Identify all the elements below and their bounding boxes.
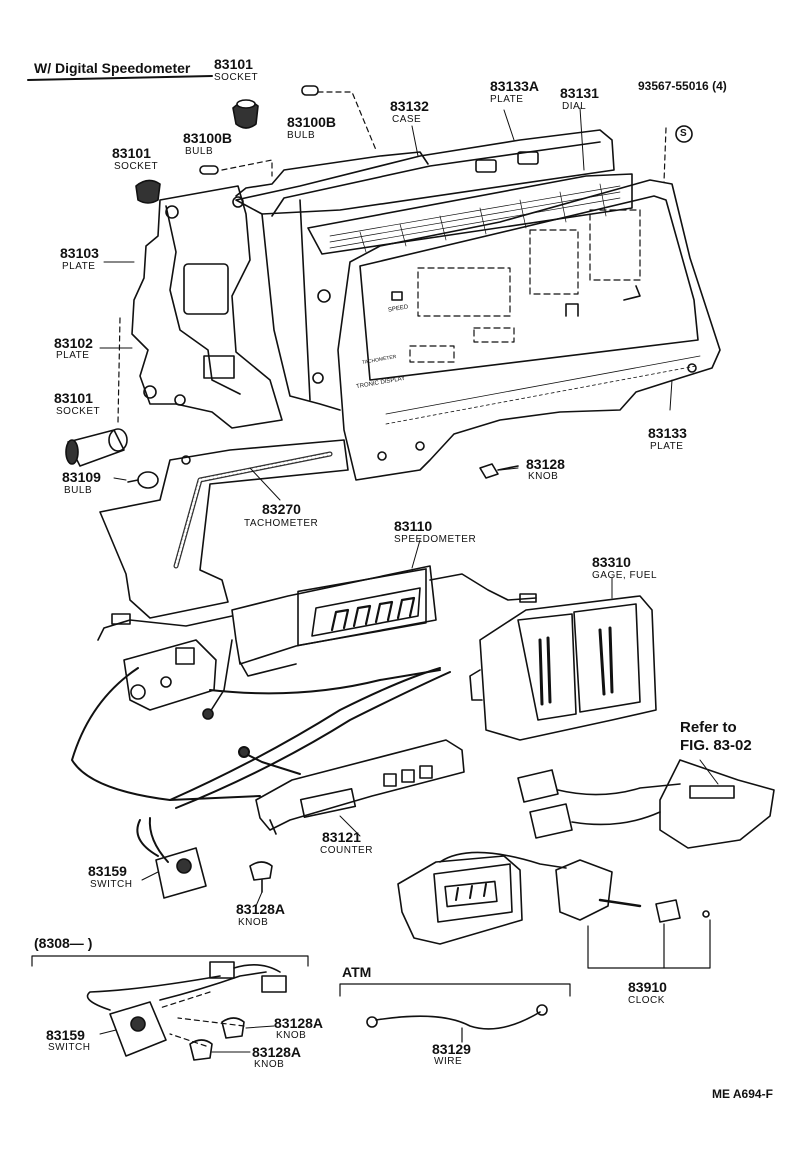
- part-number-83100b-mid: 83100B: [183, 130, 233, 146]
- part-name-83133: PLATE: [650, 441, 684, 452]
- part-name-83310: GAGE, FUEL: [592, 570, 658, 581]
- part-name-83110: SPEEDOMETER: [394, 534, 477, 545]
- part-name-83121: COUNTER: [320, 845, 373, 856]
- screw-symbol-icon: [675, 125, 693, 143]
- wiring-harness-drawing: [71, 667, 451, 863]
- part-number-83128a-mid: 83128A: [236, 901, 286, 917]
- switch-icon-top: [155, 847, 207, 899]
- part-number-83310: 83310: [592, 554, 631, 570]
- leader-lines: [99, 107, 719, 1053]
- meter-case-drawing: [235, 129, 615, 411]
- bulb-icon-low: [127, 471, 159, 489]
- fuel-gauge-drawing: [469, 595, 657, 741]
- part-number-83133: 83133: [648, 425, 687, 441]
- part-number-83128-top: 83128: [526, 456, 565, 472]
- part-name-83101-low: SOCKET: [56, 406, 101, 417]
- knob-icon-mid: [249, 861, 273, 893]
- subgroup-label-b: ATM: [342, 964, 372, 980]
- part-number-83103: 83103: [60, 245, 99, 261]
- switch-assembly-low-drawing: [86, 961, 287, 1057]
- part-number-83128a-low1: 83128A: [274, 1015, 324, 1031]
- part-number-83270: 83270: [262, 501, 301, 517]
- knob-icon-low1: [221, 1017, 245, 1039]
- part-name-83101-mid: SOCKET: [114, 161, 159, 172]
- part-number-83131: 83131: [560, 85, 599, 101]
- part-name-83101-top: SOCKET: [214, 72, 259, 83]
- part-name-83159-top: SWITCH: [90, 879, 133, 890]
- subgroup-label-a: (8308— ): [34, 935, 93, 951]
- part-name-83270: TACHOMETER: [244, 518, 319, 529]
- part-name-83100b-mid: BULB: [185, 146, 214, 157]
- harness-connector-icon: [123, 639, 217, 711]
- part-name-83109: BULB: [64, 485, 93, 496]
- assembly-guide-lines: [117, 91, 667, 1047]
- part-number-83128a-low2: 83128A: [252, 1044, 302, 1060]
- part-name-83100b-top: BULB: [287, 130, 316, 141]
- tachometer-board-drawing: [99, 439, 349, 619]
- part-name-83159-low: SWITCH: [48, 1042, 91, 1053]
- part-name-83103: PLATE: [62, 261, 96, 272]
- wire-drawing: [366, 1004, 548, 1043]
- part-name-83128-top: KNOB: [528, 471, 559, 482]
- connector-assembly-drawing: [517, 759, 775, 849]
- socket-icon-low: [65, 428, 128, 467]
- part-number-83101-top: 83101: [214, 56, 253, 72]
- part-number-83100b-top: 83100B: [287, 114, 337, 130]
- part-name-83128a-mid: KNOB: [238, 917, 269, 928]
- part-number-83133a: 83133A: [490, 78, 540, 94]
- counter-unit-drawing: [255, 739, 465, 835]
- part-number-83109: 83109: [62, 469, 101, 485]
- clock-unit-drawing: [397, 851, 711, 969]
- fastener-part-number: 93567-55016 (4): [638, 79, 727, 93]
- part-name-83128a-low2: KNOB: [254, 1059, 285, 1070]
- part-number-83129: 83129: [432, 1041, 471, 1057]
- part-name-83102: PLATE: [56, 350, 90, 361]
- part-number-83110: 83110: [394, 518, 433, 534]
- speedometer-unit-drawing: [97, 565, 537, 720]
- subgroup-bracket-b: [339, 983, 571, 997]
- subgroup-bracket-a: [31, 955, 309, 967]
- part-number-83101-mid: 83101: [112, 145, 151, 161]
- dial-panel-drawing: [307, 173, 633, 255]
- part-number-83101-low: 83101: [54, 390, 93, 406]
- part-name-83133a: PLATE: [490, 94, 524, 105]
- part-name-83910: CLOCK: [628, 995, 665, 1006]
- part-name-83128a-low1: KNOB: [276, 1030, 307, 1041]
- bulb-icon-top: [301, 85, 319, 96]
- part-number-83910: 83910: [628, 979, 667, 995]
- part-number-83102: 83102: [54, 335, 93, 351]
- diagram-header: W/ Digital Speedometer: [34, 60, 191, 76]
- part-number-83121: 83121: [322, 829, 361, 845]
- socket-icon-top: [232, 99, 259, 129]
- part-number-83159-low: 83159: [46, 1027, 85, 1043]
- part-number-83132: 83132: [390, 98, 429, 114]
- fastener-symbol: S: [680, 128, 688, 139]
- refer-to-label: Refer to: [680, 719, 737, 736]
- bulb-icon-mid: [199, 165, 219, 175]
- figure-code: ME A694-F: [712, 1087, 773, 1101]
- knob-icon-top: [479, 463, 519, 479]
- header-underline: [27, 75, 213, 81]
- refer-figure-label: FIG. 83-02: [680, 737, 752, 754]
- socket-icon-mid: [135, 179, 161, 204]
- part-number-83159-top: 83159: [88, 863, 127, 879]
- front-plate-drawing: [337, 179, 721, 481]
- part-name-83129: WIRE: [434, 1056, 463, 1067]
- knob-icon-low2: [189, 1039, 213, 1061]
- part-name-83131: DIAL: [562, 101, 587, 112]
- part-name-83132: CASE: [392, 114, 422, 125]
- rear-plate-drawing: [131, 151, 429, 429]
